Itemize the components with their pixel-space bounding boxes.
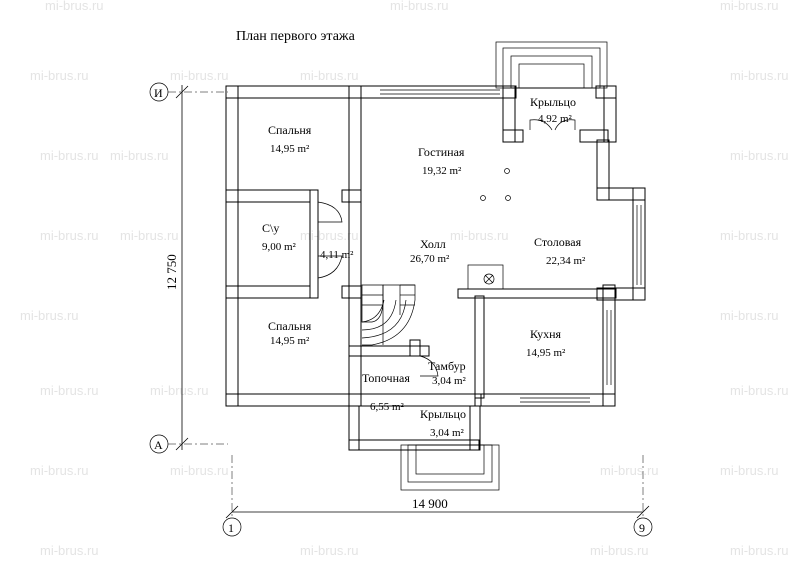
room-hall: Холл 26,70 m² (410, 237, 450, 265)
room-name: Гостиная (418, 145, 465, 159)
watermark: mi-brus.ru (720, 308, 779, 323)
room-area: 14,95 m² (270, 335, 310, 347)
axis-marker-right: 9 (633, 517, 653, 537)
top-porch-steps (495, 41, 608, 89)
plan-title: План первого этажа (236, 29, 356, 44)
room-labels: Спальня 14,95 m² Гостиная 19,32 m² Крыль… (262, 95, 586, 439)
room-kitchen: Кухня 14,95 m² (526, 327, 566, 359)
room-porch-bottom: Крыльцо 3,04 m² (420, 407, 466, 439)
room-area: 6,55 m² (370, 401, 405, 413)
room-bathroom: С\у 9,00 m² (262, 221, 297, 253)
width-dimension-label: 14 900 (412, 496, 448, 511)
room-area: 14,95 m² (526, 347, 566, 359)
room-dining: Столовая 22,34 m² (534, 235, 586, 267)
ceiling-lights (480, 168, 511, 201)
axis-label-left: 1 (228, 521, 234, 535)
room-area: 9,00 m² (262, 241, 297, 253)
room-vestibule: Тамбур 3,04 m² (428, 359, 467, 387)
room-name: Столовая (534, 235, 582, 249)
watermark: mi-brus.ru (730, 543, 789, 558)
watermark: mi-brus.ru (150, 383, 209, 398)
room-porch-top: Крыльцо 4,92 m² (530, 95, 576, 125)
staircase (361, 284, 416, 346)
room-living: Гостиная 19,32 m² (418, 145, 465, 177)
room-name: Крыльцо (420, 407, 466, 421)
windows (380, 89, 642, 403)
room-area: 19,32 m² (422, 165, 462, 177)
watermark: mi-brus.ru (300, 228, 359, 243)
axis-marker-top: И (149, 82, 169, 102)
watermark: mi-brus.ru (590, 543, 649, 558)
room-area: 4,11 m² (320, 249, 354, 261)
width-dimension: 14 900 (225, 455, 650, 519)
watermark: mi-brus.ru (390, 0, 449, 13)
room-bedroom-2: Спальня 14,95 m² (268, 319, 312, 347)
watermark: mi-brus.ru (720, 0, 779, 13)
room-bedroom-1: Спальня 14,95 m² (268, 123, 312, 155)
walls (225, 85, 646, 451)
axis-label-top: И (154, 86, 163, 100)
watermark: mi-brus.ru (40, 543, 99, 558)
bottom-porch-steps (400, 444, 500, 491)
kitchen-stove (467, 264, 504, 290)
height-dimension: 12 750 (164, 85, 228, 451)
room-name: Тамбур (428, 359, 466, 373)
watermark-layer: mi-brus.ru mi-brus.ru mi-brus.ru mi-brus… (20, 0, 789, 558)
room-area: 26,70 m² (410, 253, 450, 265)
watermark: mi-brus.ru (730, 383, 789, 398)
room-area: 14,95 m² (270, 143, 310, 155)
watermark: mi-brus.ru (110, 148, 169, 163)
axis-label-bottom: А (154, 438, 163, 452)
axis-label-right: 9 (639, 521, 645, 535)
watermark: mi-brus.ru (720, 228, 779, 243)
axis-marker-left: 1 (222, 517, 242, 537)
watermark: mi-brus.ru (300, 543, 359, 558)
room-boiler: Топочная 6,55 m² (362, 371, 410, 413)
watermark: mi-brus.ru (170, 463, 229, 478)
watermark: mi-brus.ru (40, 228, 99, 243)
room-name: Топочная (362, 371, 410, 385)
watermark: mi-brus.ru (170, 68, 229, 83)
watermark: mi-brus.ru (30, 463, 89, 478)
watermark: mi-brus.ru (450, 228, 509, 243)
watermark: mi-brus.ru (730, 148, 789, 163)
room-name: Кухня (530, 327, 562, 341)
room-area: 22,34 m² (546, 255, 586, 267)
room-name: Холл (420, 237, 446, 251)
room-area: 3,04 m² (430, 427, 465, 439)
height-dimension-label: 12 750 (164, 254, 179, 290)
room-area: 4,92 m² (538, 113, 573, 125)
room-name: Спальня (268, 123, 312, 137)
room-name: С\у (262, 221, 279, 235)
room-name: Крыльцо (530, 95, 576, 109)
watermark: mi-brus.ru (20, 308, 79, 323)
watermark: mi-brus.ru (600, 463, 659, 478)
watermark: mi-brus.ru (45, 0, 104, 13)
watermark: mi-brus.ru (30, 68, 89, 83)
watermark: mi-brus.ru (40, 383, 99, 398)
watermark: mi-brus.ru (730, 68, 789, 83)
watermark: mi-brus.ru (120, 228, 179, 243)
room-name: Спальня (268, 319, 312, 333)
watermark: mi-brus.ru (300, 68, 359, 83)
watermark: mi-brus.ru (720, 463, 779, 478)
room-area: 3,04 m² (432, 375, 467, 387)
doors (317, 119, 576, 377)
axis-marker-bottom: А (149, 434, 169, 454)
room-corridor: 4,11 m² (320, 249, 354, 261)
watermark: mi-brus.ru (40, 148, 99, 163)
